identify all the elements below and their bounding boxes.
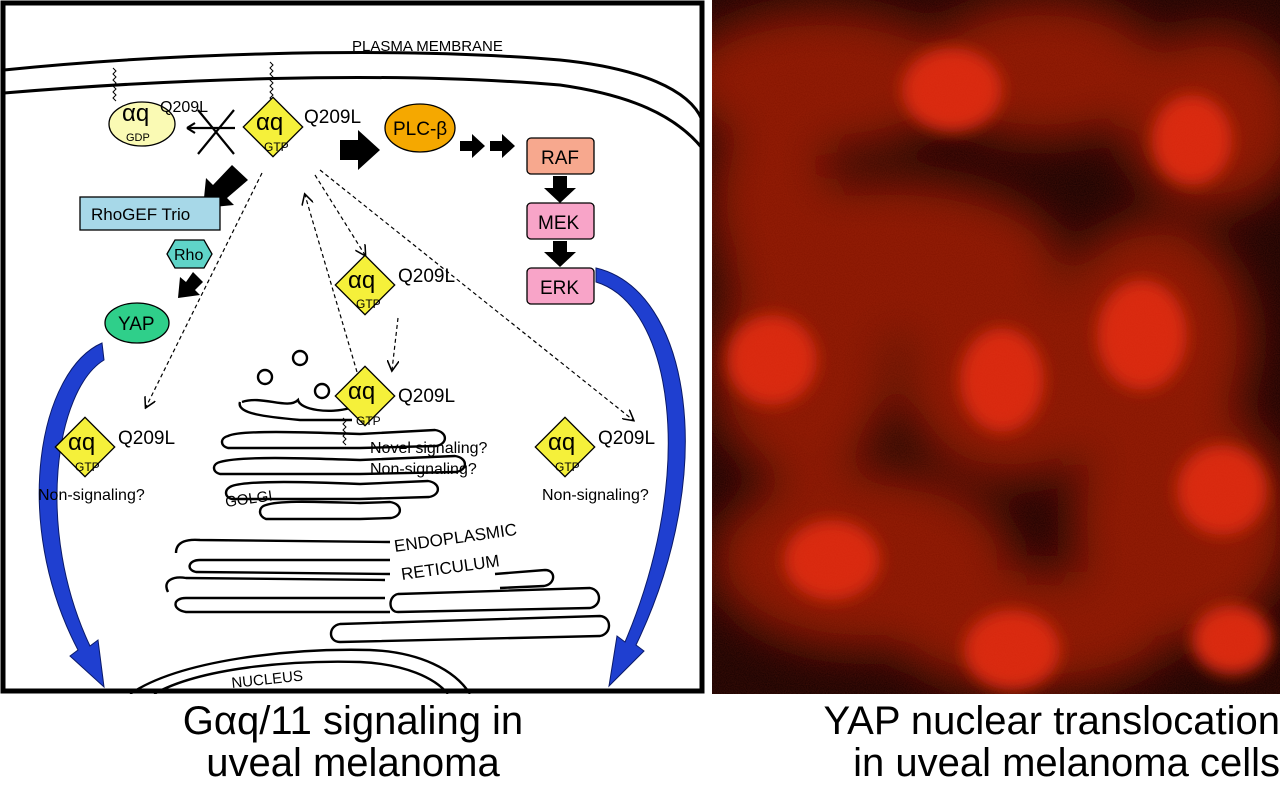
svg-text:GDP: GDP xyxy=(126,132,150,144)
svg-text:αq: αq xyxy=(122,100,149,127)
svg-text:ERK: ERK xyxy=(540,278,579,299)
svg-text:Rho: Rho xyxy=(174,247,203,264)
rho: Rho xyxy=(167,240,212,268)
svg-text:Q209L: Q209L xyxy=(304,107,361,128)
mek-box: MEK xyxy=(527,203,594,239)
caption-left: Gαq/11 signaling in uveal melanoma xyxy=(0,700,706,784)
plc-beta: PLC-β xyxy=(385,104,455,152)
svg-text:GTP: GTP xyxy=(356,414,381,428)
caption-right: YAP nuclear translocation in uveal melan… xyxy=(712,700,1280,784)
plasma-membrane-label: PLASMA MEMBRANE xyxy=(352,38,503,55)
raf-box: RAF xyxy=(527,138,594,174)
svg-text:Q209L: Q209L xyxy=(398,386,455,407)
svg-text:αq: αq xyxy=(68,429,95,456)
signaling-diagram: PLASMA MEMBRANE αq Q209L GDP αq Q209L GT… xyxy=(0,0,706,694)
yap-fluorescence-micrograph xyxy=(712,0,1280,694)
svg-text:Q209L: Q209L xyxy=(398,266,455,287)
erk-box: ERK xyxy=(527,268,594,304)
svg-text:PLC-β: PLC-β xyxy=(393,119,447,140)
non-signaling-right-label: Non-signaling? xyxy=(542,487,649,504)
svg-text:αq: αq xyxy=(348,267,375,294)
svg-text:αq: αq xyxy=(548,429,575,456)
svg-text:MEK: MEK xyxy=(538,213,580,234)
caption-right-line1: YAP nuclear translocation xyxy=(712,700,1280,742)
caption-left-alpha: α xyxy=(214,699,237,743)
svg-text:YAP: YAP xyxy=(118,314,155,335)
svg-text:GTP: GTP xyxy=(356,297,381,311)
yap: YAP xyxy=(105,303,169,343)
svg-text:Q209L: Q209L xyxy=(598,428,655,449)
svg-text:αq: αq xyxy=(256,109,283,136)
caption-left-line1: q/11 signaling in xyxy=(237,699,523,743)
svg-text:RhoGEF Trio: RhoGEF Trio xyxy=(91,205,190,224)
svg-text:Q209L: Q209L xyxy=(118,428,175,449)
caption-left-prefix: G xyxy=(183,699,214,743)
non-signaling-golgi-label: Non-signaling? xyxy=(370,461,477,478)
svg-text:GTP: GTP xyxy=(264,140,289,154)
novel-signaling-label: Novel signaling? xyxy=(370,440,488,457)
svg-text:RAF: RAF xyxy=(541,148,579,169)
non-signaling-left-label: Non-signaling? xyxy=(38,487,145,504)
rhogef-trio: RhoGEF Trio xyxy=(80,197,220,230)
svg-text:GTP: GTP xyxy=(75,460,100,474)
svg-text:GTP: GTP xyxy=(555,460,580,474)
svg-text:αq: αq xyxy=(348,378,375,405)
caption-right-line2: in uveal melanoma cells xyxy=(712,742,1280,784)
caption-left-line2: uveal melanoma xyxy=(0,742,706,784)
